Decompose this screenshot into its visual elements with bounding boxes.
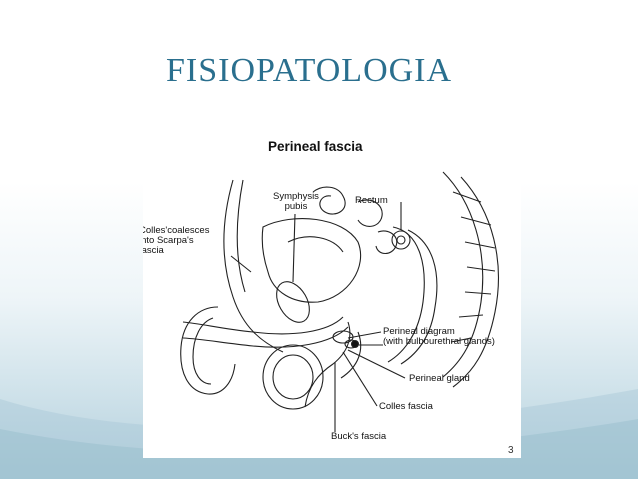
label-bucks-fascia: Buck's fascia [331,432,386,442]
pelvis-illustration [143,132,521,458]
label-rectum: Rectum [355,196,388,206]
slide-title: FISIOPATOLOGIA [166,52,452,90]
page-number: 3 [508,445,514,456]
anatomy-figure: Perineal fascia [143,132,521,458]
label-perineal-diagram: Perineal diagram(with bulbourethral glan… [383,327,495,347]
label-colles-fascia: Colles fascia [379,402,433,412]
label-perineal-gland: Perineal gland [409,374,470,384]
